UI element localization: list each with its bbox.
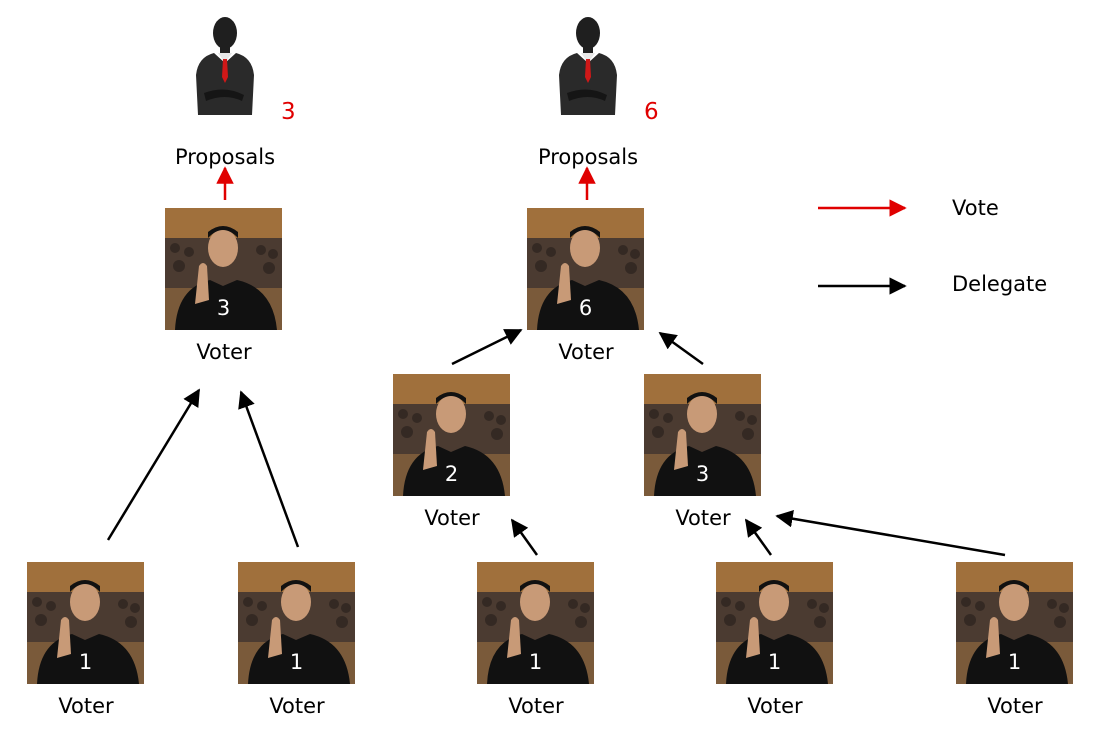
delegate-arrow [744, 518, 773, 556]
delegate-arrow [658, 331, 704, 366]
voter-label: Voter [558, 340, 614, 364]
voter-photo: 1 [238, 562, 355, 684]
voter-weight: 2 [444, 462, 459, 486]
voter-photo: 1 [477, 562, 594, 684]
voter-label: Voter [424, 506, 480, 530]
voter-node: 6 Voter [506, 208, 666, 373]
voter-weight: 6 [578, 296, 593, 320]
voter-label: Voter [747, 694, 803, 718]
voter-node: 3 Voter [623, 374, 783, 539]
voter-photo: 2 [393, 374, 510, 496]
proposal-node: 3 Proposals [145, 15, 305, 175]
proposal-label: Proposals [174, 145, 276, 169]
voter-node: 1 Voter [217, 562, 377, 727]
voter-weight: 1 [528, 650, 543, 674]
voter-node: 1 Voter [935, 562, 1095, 727]
voter-weight: 1 [1007, 650, 1022, 674]
voter-label: Voter [196, 340, 252, 364]
person-silhouette-icon [559, 17, 617, 115]
voter-photo: 3 [165, 208, 282, 330]
proposal-vote-count: 3 [281, 99, 296, 125]
delegate-arrow [238, 390, 300, 548]
voter-label: Voter [58, 694, 114, 718]
legend-delegate-label: Delegate [952, 272, 1048, 296]
voter-label: Voter [675, 506, 731, 530]
voter-weight: 1 [289, 650, 304, 674]
delegate-arrow [451, 328, 523, 366]
voter-photo: 6 [527, 208, 644, 330]
voter-node: 1 Voter [456, 562, 616, 727]
voter-label: Voter [269, 694, 325, 718]
delegate-arrow [106, 388, 201, 541]
voter-weight: 3 [695, 462, 710, 486]
voter-photo: 1 [716, 562, 833, 684]
voter-node: 1 Voter [6, 562, 166, 727]
voter-node: 1 Voter [695, 562, 855, 727]
voter-photo: 1 [956, 562, 1073, 684]
voter-label: Voter [987, 694, 1043, 718]
delegate-arrow [775, 510, 1006, 557]
voter-weight: 1 [78, 650, 93, 674]
voter-node: 3 Voter [144, 208, 304, 373]
voter-photo: 1 [27, 562, 144, 684]
voter-weight: 1 [767, 650, 782, 674]
voter-node: 2 Voter [372, 374, 532, 539]
voter-label: Voter [508, 694, 564, 718]
proposal-vote-count: 6 [644, 99, 659, 125]
voter-weight: 3 [216, 296, 231, 320]
voter-photo: 3 [644, 374, 761, 496]
proposal-node: 6 Proposals [508, 15, 668, 175]
person-silhouette-icon [196, 17, 254, 115]
delegate-arrow [510, 518, 539, 556]
proposal-label: Proposals [537, 145, 639, 169]
legend-vote-label: Vote [952, 196, 999, 220]
